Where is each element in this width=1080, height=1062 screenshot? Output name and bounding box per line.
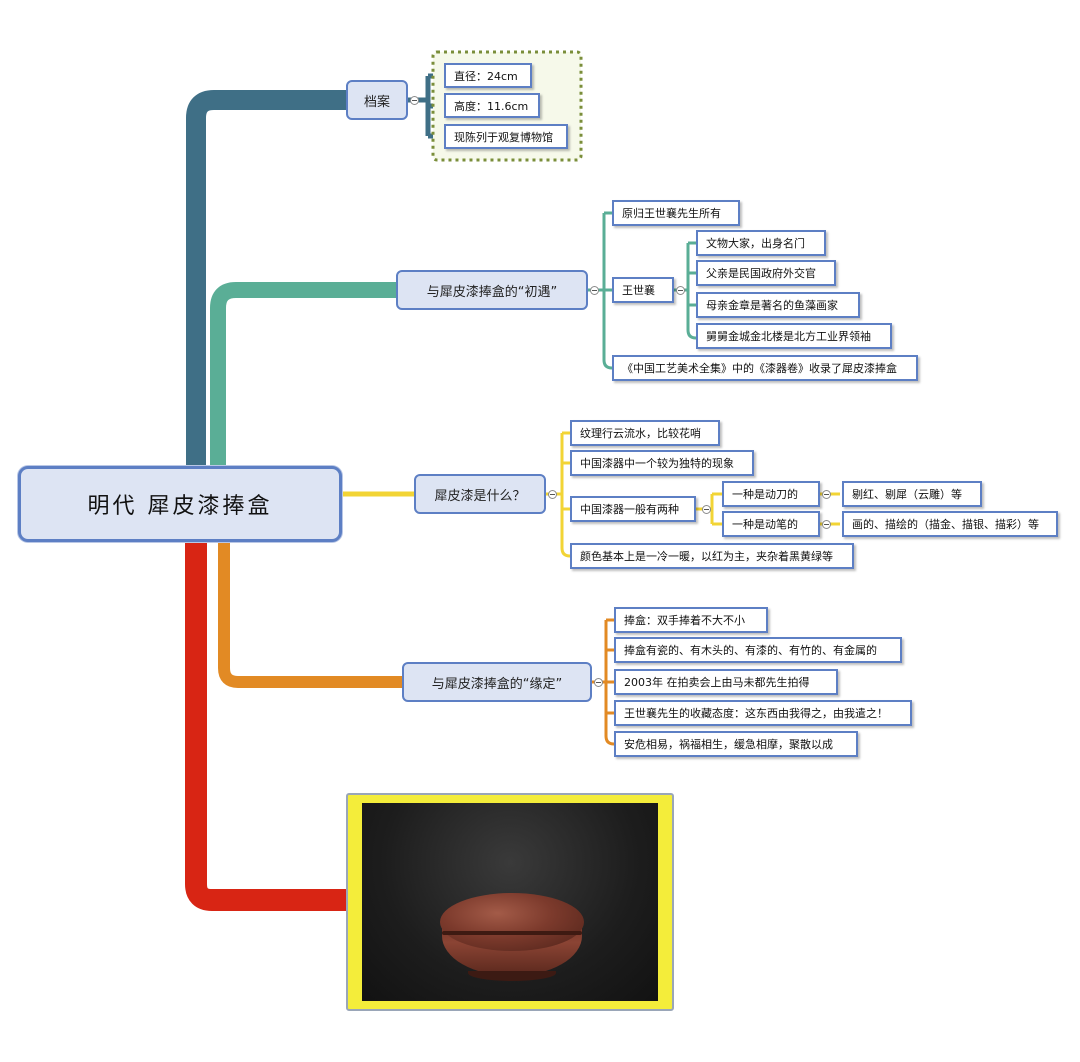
what-is-item-label: 中国漆器一般有两种 — [580, 503, 679, 516]
what-is-item-label: 颜色基本上是一冷一暖，以红为主，夹杂着黑黄绿等 — [580, 550, 833, 563]
what-is-item-label: 中国漆器中一个较为独特的现象 — [580, 457, 734, 470]
lacquer-box-seam — [442, 931, 582, 935]
branch-archive[interactable]: 档案 — [346, 80, 408, 120]
wang-item-label: 文物大家，出身名门 — [706, 237, 805, 250]
root-title: 明代 犀皮漆捧盒 — [87, 494, 273, 519]
what-is-item[interactable]: 颜色基本上是一冷一暖，以红为主，夹杂着黑黄绿等 — [570, 543, 854, 569]
what-is-type-label: 一种是动笔的 — [732, 518, 798, 531]
archive-item[interactable]: 直径：24cm — [444, 63, 532, 88]
type-example[interactable]: 剔红、剔犀（云雕）等 — [842, 481, 982, 507]
collapse-toggle-icon[interactable] — [548, 490, 557, 499]
archive-item-label: 现陈列于观复博物馆 — [454, 130, 553, 144]
collapse-toggle-icon[interactable] — [822, 490, 831, 499]
wang-item-label: 父亲是民国政府外交官 — [706, 267, 816, 280]
branch-archive-label: 档案 — [363, 94, 390, 110]
first-meet-item-label: 原归王世襄先生所有 — [622, 207, 721, 220]
lacquer-box-lid — [440, 893, 584, 951]
first-meet-item-label: 王世襄 — [622, 284, 655, 297]
archive-item[interactable]: 现陈列于观复博物馆 — [444, 124, 568, 149]
fate-item[interactable]: 2003年 在拍卖会上由马未都先生拍得 — [614, 669, 838, 695]
branch-what-is[interactable]: 犀皮漆是什么？ — [414, 474, 546, 514]
fate-item[interactable]: 王世襄先生的收藏态度：这东西由我得之，由我遣之！ — [614, 700, 912, 726]
fate-item-label: 2003年 在拍卖会上由马未都先生拍得 — [624, 676, 810, 689]
wang-item[interactable]: 舅舅金城金北楼是北方工业界领袖 — [696, 323, 892, 349]
collapse-toggle-icon[interactable] — [702, 505, 711, 514]
branch-first-meet[interactable]: 与犀皮漆捧盒的“初遇” — [396, 270, 588, 310]
type-example-label: 剔红、剔犀（云雕）等 — [852, 488, 962, 501]
what-is-type-label: 一种是动刀的 — [732, 488, 798, 501]
fate-item[interactable]: 捧盒有瓷的、有木头的、有漆的、有竹的、有金属的 — [614, 637, 902, 663]
fate-item-label: 王世襄先生的收藏态度：这东西由我得之，由我遣之！ — [624, 707, 888, 720]
first-meet-item[interactable]: 《中国工艺美术全集》中的《漆器卷》收录了犀皮漆捧盒 — [612, 355, 918, 381]
collapse-toggle-icon[interactable] — [410, 96, 419, 105]
lacquer-box-photo[interactable] — [346, 793, 674, 1011]
what-is-type[interactable]: 一种是动笔的 — [722, 511, 820, 537]
wang-item[interactable]: 文物大家，出身名门 — [696, 230, 826, 256]
what-is-item[interactable]: 中国漆器一般有两种 — [570, 496, 696, 522]
first-meet-item-label: 《中国工艺美术全集》中的《漆器卷》收录了犀皮漆捧盒 — [622, 362, 897, 375]
branch-first-meet-label: 与犀皮漆捧盒的“初遇” — [426, 284, 558, 300]
branch-fate[interactable]: 与犀皮漆捧盒的“缘定” — [402, 662, 592, 702]
what-is-item-label: 纹理行云流水，比较花哨 — [580, 427, 701, 440]
archive-item-label: 直径：24cm — [454, 69, 518, 83]
collapse-toggle-icon[interactable] — [822, 520, 831, 529]
what-is-type[interactable]: 一种是动刀的 — [722, 481, 820, 507]
fate-item-label: 捧盒：双手捧着不大不小 — [624, 614, 745, 627]
fate-item-label: 安危相易，祸福相生，缓急相摩，聚散以成 — [624, 738, 833, 751]
wang-item[interactable]: 父亲是民国政府外交官 — [696, 260, 836, 286]
type-example-label: 画的、描绘的（描金、描银、描彩）等 — [852, 518, 1039, 531]
wang-item-label: 舅舅金城金北楼是北方工业界领袖 — [706, 330, 871, 343]
first-meet-item[interactable]: 原归王世襄先生所有 — [612, 200, 740, 226]
fate-item[interactable]: 安危相易，祸福相生，缓急相摩，聚散以成 — [614, 731, 858, 757]
lacquer-box-foot — [468, 971, 556, 981]
archive-item-label: 高度：11.6cm — [454, 99, 529, 113]
what-is-item[interactable]: 中国漆器中一个较为独特的现象 — [570, 450, 754, 476]
photo-background — [362, 803, 658, 1001]
fate-item[interactable]: 捧盒：双手捧着不大不小 — [614, 607, 768, 633]
branch-what-is-label: 犀皮漆是什么？ — [434, 488, 526, 504]
fate-item-label: 捧盒有瓷的、有木头的、有漆的、有竹的、有金属的 — [624, 644, 877, 657]
root-node[interactable]: 明代 犀皮漆捧盒 — [18, 466, 342, 542]
wang-item[interactable]: 母亲金章是著名的鱼藻画家 — [696, 292, 860, 318]
wang-item-label: 母亲金章是著名的鱼藻画家 — [706, 299, 838, 312]
type-example[interactable]: 画的、描绘的（描金、描银、描彩）等 — [842, 511, 1058, 537]
branch-fate-label: 与犀皮漆捧盒的“缘定” — [431, 676, 563, 692]
archive-item[interactable]: 高度：11.6cm — [444, 93, 540, 118]
collapse-toggle-icon[interactable] — [594, 678, 603, 687]
first-meet-item[interactable]: 王世襄 — [612, 277, 674, 303]
what-is-item[interactable]: 纹理行云流水，比较花哨 — [570, 420, 720, 446]
collapse-toggle-icon[interactable] — [590, 286, 599, 295]
collapse-toggle-icon[interactable] — [676, 286, 685, 295]
